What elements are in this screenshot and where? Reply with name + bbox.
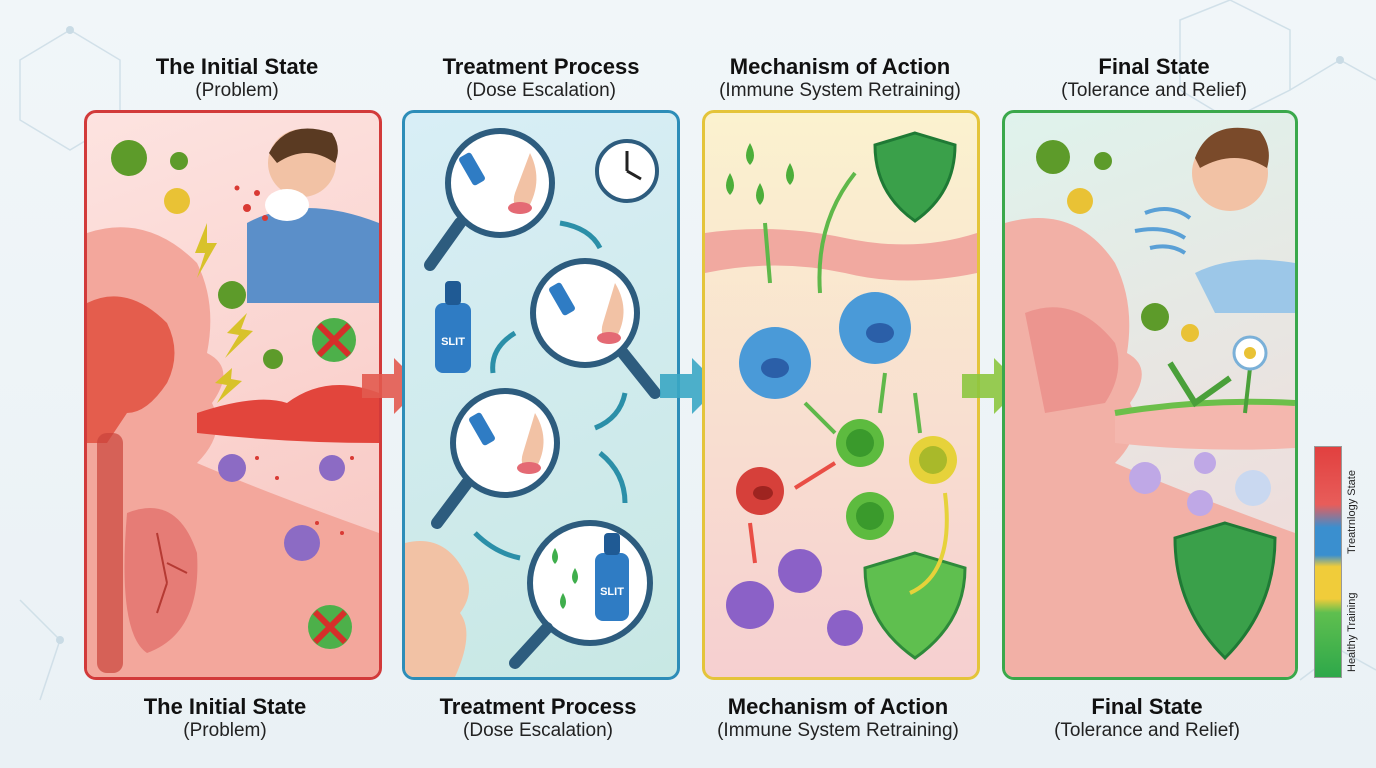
- magnifier-icon: [424, 128, 555, 271]
- sneezing-person-body: [247, 208, 379, 303]
- pollen-icon: [1067, 188, 1199, 342]
- panel-initial-state: [84, 110, 382, 680]
- magnifier-icon: [530, 258, 661, 399]
- panel-mechanism-of-action: [702, 110, 980, 680]
- stage-heading-top-2: Treatment Process (Dose Escalation): [391, 54, 691, 102]
- slit-label: SLIT: [600, 586, 624, 598]
- t-cell-icon: [836, 419, 957, 540]
- clock-icon: [595, 139, 659, 203]
- basophil-icon: [726, 549, 863, 646]
- stage-subtitle: (Problem): [195, 80, 279, 101]
- legend-label-lower: Healthy Training: [1346, 592, 1358, 673]
- panel-final-state: [1002, 110, 1298, 680]
- cross-mark-icon: [312, 318, 356, 362]
- immune-cell-icon: [218, 454, 345, 561]
- dendritic-cell-icon: [739, 292, 911, 399]
- fresh-air-icon: [1134, 207, 1192, 255]
- stage-title: Final State: [1091, 694, 1203, 719]
- process-arrow-icon: [763, 171, 922, 435]
- shield-icon: [1173, 521, 1277, 661]
- mechanism-illustration: [705, 131, 977, 660]
- happy-person-body: [1195, 259, 1295, 313]
- final-state-illustration: [1005, 127, 1295, 677]
- pollen-icon: [1036, 140, 1169, 331]
- airway: [97, 433, 123, 673]
- immune-cell-icon: [1129, 452, 1271, 516]
- sequence-arrow-icon: [473, 220, 628, 561]
- stage-subtitle: (Tolerance and Relief): [1061, 80, 1247, 101]
- stage-title: Treatment Process: [442, 54, 640, 79]
- inflamed-tissue: [197, 385, 379, 443]
- stage-subtitle: (Dose Escalation): [466, 80, 616, 101]
- stage-heading-bottom-1: The Initial State (Problem): [75, 694, 375, 742]
- shield-icon: [863, 551, 967, 660]
- stage-subtitle: (Dose Escalation): [463, 720, 613, 741]
- pollen-icon: [164, 188, 190, 214]
- slit-label: SLIT: [441, 336, 465, 348]
- stage-title: Final State: [1098, 54, 1210, 79]
- cross-mark-icon: [308, 605, 352, 649]
- stage-subtitle: (Immune System Retraining): [719, 80, 961, 101]
- nasal-cavity: [1025, 307, 1119, 413]
- healthy-tissue: [1115, 401, 1295, 450]
- panel-treatment-process: SLIT SLIT: [402, 110, 680, 680]
- slit-bottle-icon: SLIT: [435, 281, 471, 373]
- initial-state-illustration: [87, 128, 379, 677]
- lung: [124, 508, 198, 653]
- mast-cell-icon: [736, 467, 784, 515]
- legend-label-upper: Treatrnlogy State: [1346, 470, 1358, 554]
- stage-title: Mechanism of Action: [729, 54, 951, 79]
- flower-icon: [1232, 335, 1268, 414]
- stage-subtitle: (Immune System Retraining): [717, 720, 959, 741]
- droplet-icon: [726, 143, 794, 205]
- stage-heading-bottom-2: Treatment Process (Dose Escalation): [388, 694, 688, 742]
- stage-heading-top-1: The Initial State (Problem): [87, 54, 387, 102]
- stage-subtitle: (Tolerance and Relief): [1054, 720, 1240, 741]
- check-mark-icon: [1167, 361, 1232, 408]
- person-profile: [405, 541, 469, 677]
- magnifier-icon: [431, 388, 560, 529]
- stage-title: The Initial State: [143, 694, 307, 719]
- irritation-bolt-icon: [195, 223, 253, 403]
- stage-heading-top-4: Final State (Tolerance and Relief): [1004, 54, 1304, 102]
- treatment-process-illustration: SLIT SLIT: [405, 128, 661, 677]
- stage-heading-bottom-4: Final State (Tolerance and Relief): [997, 694, 1297, 742]
- nasal-cavity: [87, 296, 175, 443]
- magnifier-icon: SLIT: [509, 520, 653, 669]
- pollen-icon: [111, 140, 283, 369]
- stage-title: Mechanism of Action: [727, 694, 949, 719]
- stage-title: Treatment Process: [439, 694, 637, 719]
- stage-subtitle: (Problem): [183, 720, 267, 741]
- stage-heading-top-3: Mechanism of Action (Immune System Retra…: [690, 54, 990, 102]
- legend-color-bar: [1314, 446, 1342, 678]
- stage-title: The Initial State: [155, 54, 319, 79]
- shield-icon: [873, 131, 957, 223]
- tissue: [265, 189, 309, 221]
- stage-heading-bottom-3: Mechanism of Action (Immune System Retra…: [688, 694, 988, 742]
- mucosa-layer: [705, 229, 977, 281]
